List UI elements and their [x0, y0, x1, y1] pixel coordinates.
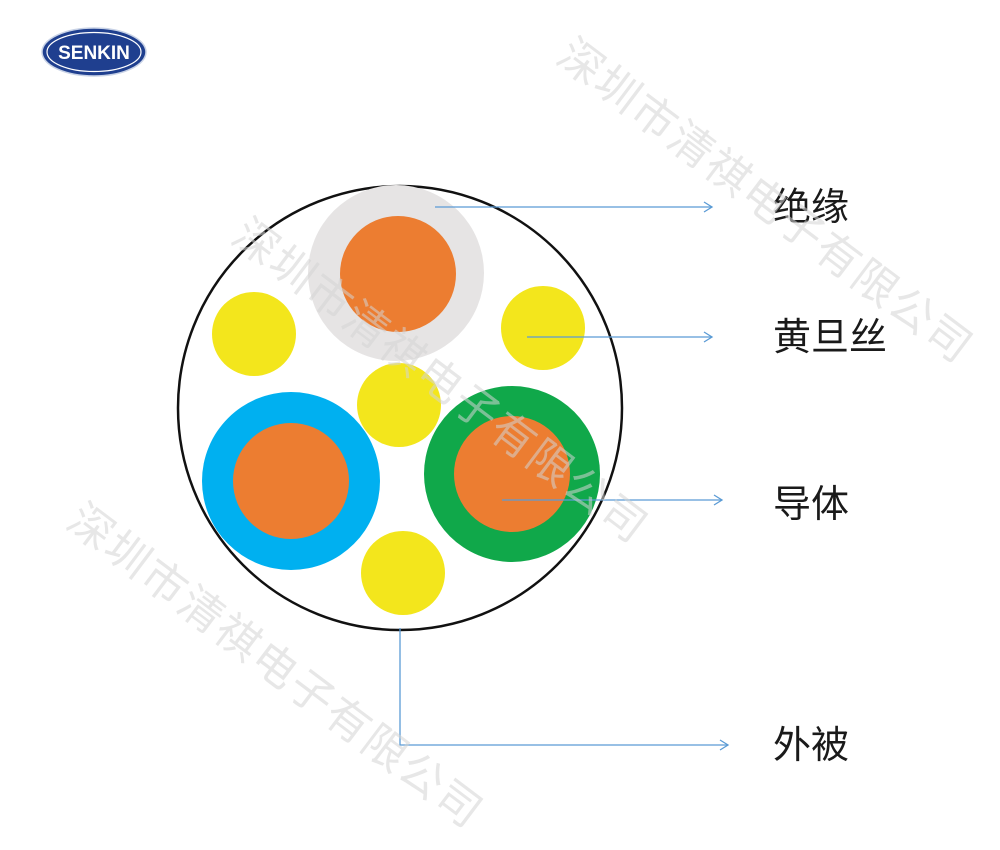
drain-wire-right — [501, 286, 585, 370]
conductor-left — [233, 423, 349, 539]
drain-wire-center — [357, 363, 441, 447]
arrowhead-drain-wire — [703, 331, 714, 343]
leader-lines — [399, 201, 730, 751]
drain-wire-left — [212, 292, 296, 376]
label-insulation: 绝缘 — [773, 185, 850, 229]
arrowhead-insulation — [703, 201, 714, 213]
label-conductor: 导体 — [773, 482, 850, 526]
label-drain-wire: 黄旦丝 — [773, 315, 888, 359]
conductor-top — [340, 216, 456, 332]
arrowhead-conductor — [713, 494, 724, 506]
leader-jacket — [399, 628, 728, 746]
label-outer-jacket: 外被 — [773, 723, 850, 767]
conductor-right — [454, 416, 570, 532]
logo-text: SENKIN — [58, 43, 130, 64]
senkin-logo: SENKIN — [40, 26, 148, 78]
arrowhead-jacket — [719, 739, 730, 751]
drain-wire-bottom — [361, 531, 445, 615]
